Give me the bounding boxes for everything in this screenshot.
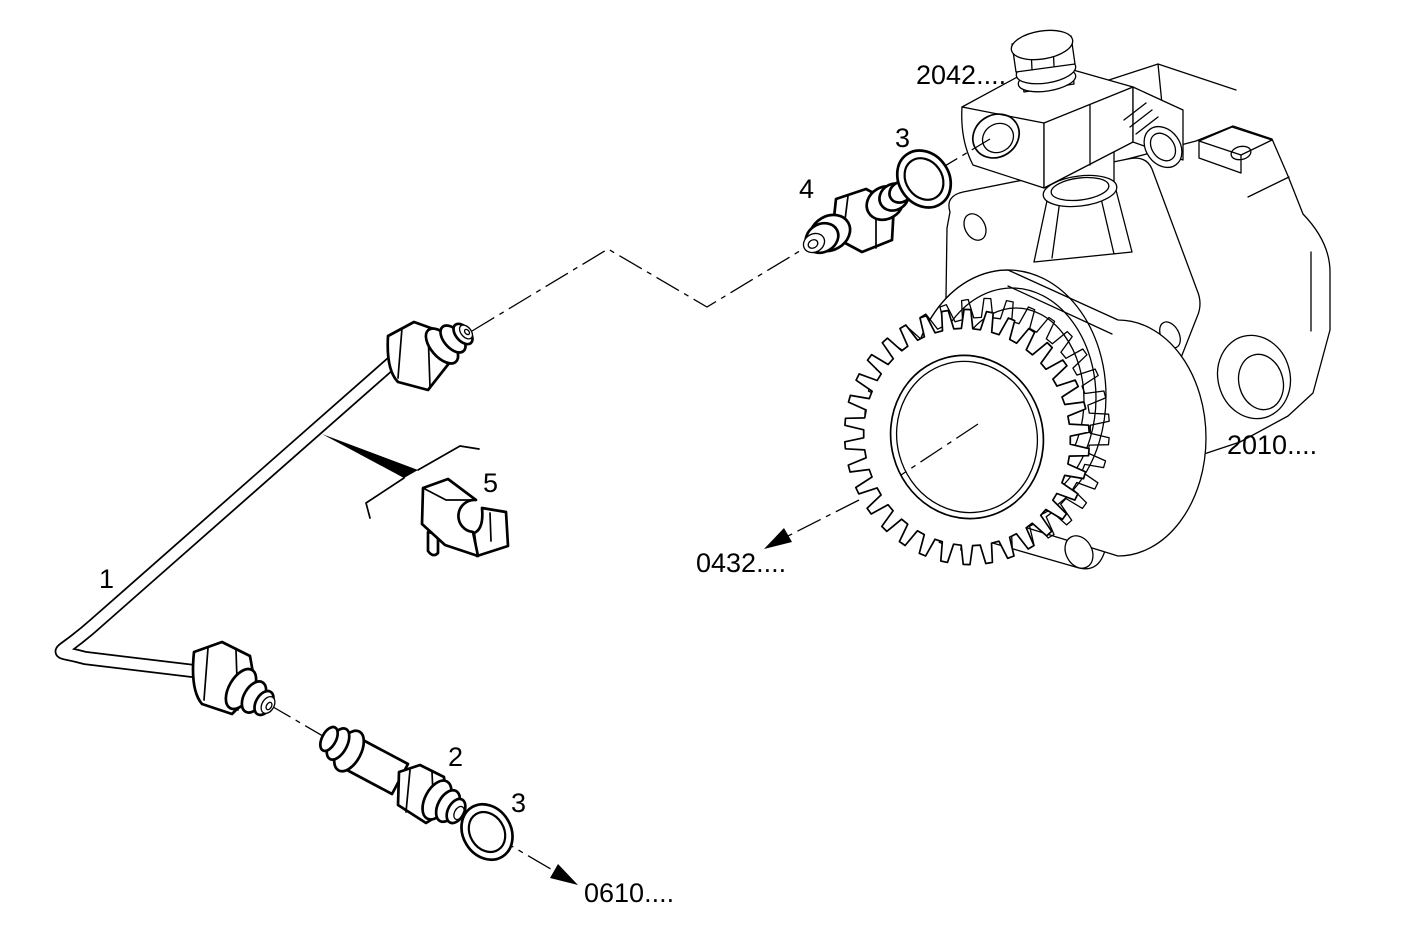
hex-plug (1010, 29, 1077, 93)
centerline-gear (764, 423, 979, 549)
seal-ring-bottom (460, 802, 514, 862)
pipe-lower-fitting (191, 640, 276, 717)
union-fitting-2 (318, 725, 467, 825)
label-ref-2010[interactable]: 2010.... (1227, 430, 1317, 460)
label-union-2: 2 (448, 742, 463, 772)
clamp-position-pointer (322, 434, 418, 478)
label-seal-bottom: 3 (511, 788, 526, 818)
label-fitting-4: 4 (799, 174, 814, 204)
flange-bolt-hole-bottom (1064, 535, 1094, 569)
flange-bolt-hole-top (963, 213, 987, 241)
bracket-left-face (961, 106, 1045, 189)
drive-gear (843, 297, 1110, 566)
label-ref-2042[interactable]: 2042.... (916, 60, 1006, 90)
label-seal-top: 3 (895, 123, 910, 153)
threaded-side-port (1123, 102, 1183, 169)
gear-rim (889, 354, 1045, 520)
inlet-bracket-assembly (961, 29, 1184, 263)
arrow-0432 (764, 528, 792, 549)
label-ref-0610[interactable]: 0610.... (584, 878, 674, 908)
pipe-upper-fitting (386, 320, 474, 392)
arrow-0610 (550, 864, 578, 885)
rear-body-small-hole (1230, 145, 1252, 161)
pump-side-boss (1216, 334, 1292, 420)
fuel-pipe (54, 345, 411, 680)
label-clamp-5: 5 (483, 468, 498, 498)
label-pipe-1: 1 (99, 564, 114, 594)
clamp-5 (322, 434, 510, 558)
callout-labels: 2042.... 3 4 2010.... 0432.... 1 5 2 3 0… (99, 60, 1317, 908)
seal-ring-top (895, 149, 953, 209)
bracket-port-hole (971, 113, 1021, 159)
gear-teeth-front (843, 308, 1091, 566)
centerline-pipe-to-port (471, 245, 809, 332)
label-ref-0432[interactable]: 0432.... (696, 548, 786, 578)
fitting-4 (802, 180, 914, 255)
